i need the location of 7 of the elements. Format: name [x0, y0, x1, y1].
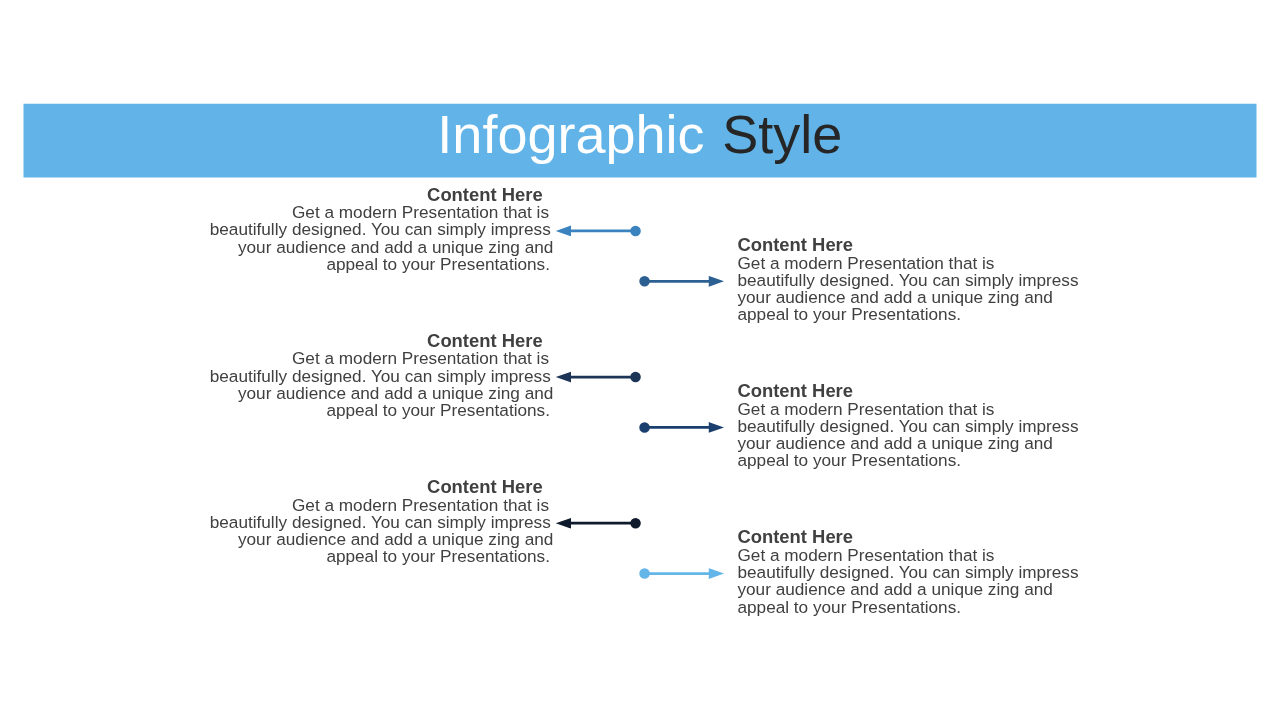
node-text: Content Here Get a modern Presentation that is beautifully designed. You can simply impress your audience and add a unique zing and appeal to your Presentations.	[209, 329, 554, 420]
node-text: Content Here Get a modern Presentation that is beautifully designed. You can simply impress your audience and add a unique zing and appeal to your Presentations.	[737, 379, 1079, 470]
diagram-title: Infographic Style	[437, 103, 843, 164]
node-text: Content Here Get a modern Presentation that is beautifully designed. You can simply impress your audience and add a unique zing and appeal to your Presentations.	[737, 233, 1079, 324]
node-text: Content Here Get a modern Presentation that is beautifully designed. You can simply impress your audience and add a unique zing and appeal to your Presentations.	[209, 475, 554, 566]
node-text: Content Here Get a modern Presentation that is beautifully designed. You can simply impress your audience and add a unique zing and appeal to your Presentations.	[209, 183, 554, 274]
node-text: Content Here Get a modern Presentation that is beautifully designed. You can simply impress your audience and add a unique zing and appeal to your Presentations.	[737, 525, 1079, 617]
